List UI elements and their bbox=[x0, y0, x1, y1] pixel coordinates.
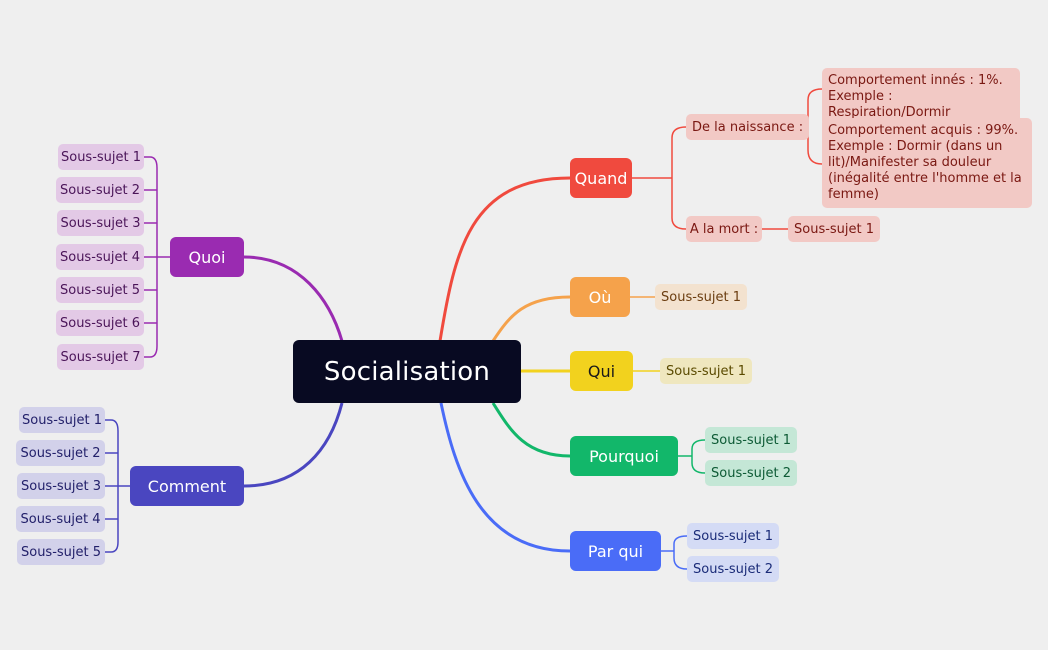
branch-par-qui[interactable]: Par qui bbox=[570, 531, 661, 571]
central-topic[interactable]: Socialisation bbox=[293, 340, 521, 403]
subtopic-quoi-sous-sujet-3[interactable]: Sous-sujet 3 bbox=[57, 210, 144, 236]
subtopic-comportement-acquis[interactable]: Comportement acquis : 99%. Exemple : Dor… bbox=[822, 118, 1032, 208]
branch-qui[interactable]: Qui bbox=[570, 351, 633, 391]
subtopic-quoi-sous-sujet-7[interactable]: Sous-sujet 7 bbox=[57, 344, 144, 370]
subtopic-quoi-sous-sujet-4[interactable]: Sous-sujet 4 bbox=[56, 244, 144, 270]
branch-ou[interactable]: Où bbox=[570, 277, 630, 317]
subtopic-quoi-sous-sujet-2[interactable]: Sous-sujet 2 bbox=[56, 177, 144, 203]
connector-quoi bbox=[243, 255, 344, 342]
subtopic-comment-sous-sujet-5[interactable]: Sous-sujet 5 bbox=[17, 539, 105, 565]
subtopic-comment-sous-sujet-1[interactable]: Sous-sujet 1 bbox=[19, 407, 105, 433]
subtopic-de-la-naissance[interactable]: De la naissance : bbox=[686, 114, 810, 140]
subtopic-a-la-mort[interactable]: A la mort : bbox=[686, 216, 762, 242]
connector-parqui bbox=[439, 402, 571, 553]
branch-quoi[interactable]: Quoi bbox=[170, 237, 244, 277]
subtopic-qui-sous-sujet-1[interactable]: Sous-sujet 1 bbox=[660, 358, 753, 384]
branch-pourquoi[interactable]: Pourquoi bbox=[570, 436, 678, 476]
subtopic-comportement-innes[interactable]: Comportement innés : 1%. Exemple : Respi… bbox=[822, 68, 1020, 126]
connector-ou bbox=[491, 295, 571, 342]
subtopic-comment-sous-sujet-2[interactable]: Sous-sujet 2 bbox=[16, 440, 105, 466]
subtopic-comment-sous-sujet-3[interactable]: Sous-sujet 3 bbox=[17, 473, 105, 499]
subtopic-quoi-sous-sujet-6[interactable]: Sous-sujet 6 bbox=[56, 310, 144, 336]
connector-quand bbox=[438, 176, 571, 342]
connector-pourquoi bbox=[491, 402, 571, 458]
subtopic-quand-mort-sous-sujet-1[interactable]: Sous-sujet 1 bbox=[788, 216, 881, 242]
subtopic-quoi-sous-sujet-1[interactable]: Sous-sujet 1 bbox=[58, 144, 144, 170]
subtopic-pourquoi-sous-sujet-1[interactable]: Sous-sujet 1 bbox=[705, 427, 798, 453]
branch-comment[interactable]: Comment bbox=[130, 466, 244, 506]
subtopic-quoi-sous-sujet-5[interactable]: Sous-sujet 5 bbox=[56, 277, 144, 303]
subtopic-pourquoi-sous-sujet-2[interactable]: Sous-sujet 2 bbox=[705, 460, 798, 486]
connector-comment bbox=[243, 402, 344, 488]
branch-quand[interactable]: Quand bbox=[570, 158, 632, 198]
subtopic-ou-sous-sujet-1[interactable]: Sous-sujet 1 bbox=[655, 284, 748, 310]
subtopic-parqui-sous-sujet-2[interactable]: Sous-sujet 2 bbox=[687, 556, 780, 582]
subtopic-parqui-sous-sujet-1[interactable]: Sous-sujet 1 bbox=[687, 523, 780, 549]
subtopic-comment-sous-sujet-4[interactable]: Sous-sujet 4 bbox=[16, 506, 105, 532]
